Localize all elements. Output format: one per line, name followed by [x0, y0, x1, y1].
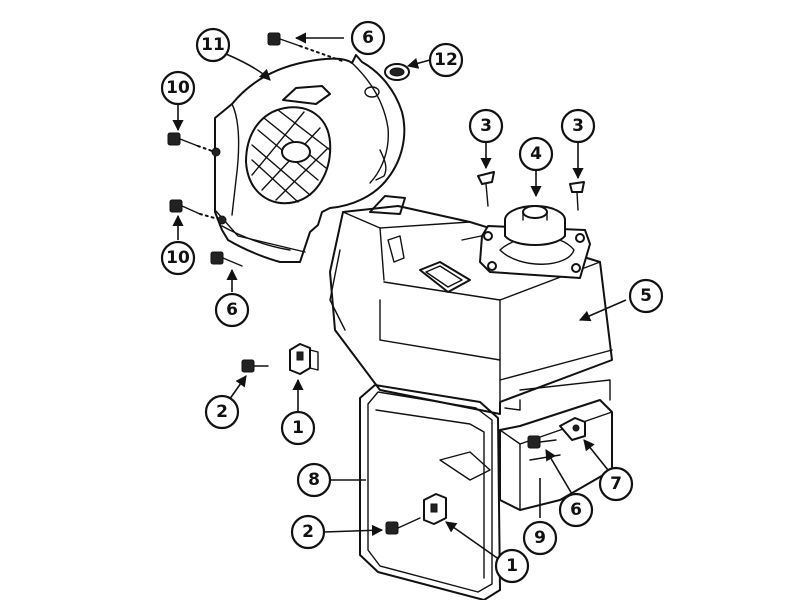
- callout-12: 12: [428, 42, 464, 78]
- screw-part-2-lower: [385, 517, 421, 535]
- screw-part-3-right: [569, 181, 585, 211]
- bracket-part-1-lower: [423, 493, 447, 525]
- screw-part-6-left: [210, 251, 243, 267]
- screw-part-3-left: [477, 171, 495, 207]
- fan-shroud-part-11: [214, 54, 406, 263]
- callout-2-upper-label: 2: [216, 402, 228, 422]
- callout-8-label: 8: [308, 470, 320, 490]
- plug-part-12: [384, 63, 410, 81]
- motor-part-4: [504, 205, 566, 246]
- callout-6-top-label: 6: [362, 28, 374, 48]
- callout-12-label: 12: [434, 50, 458, 70]
- callout-3-left-label: 3: [480, 116, 492, 136]
- callout-4-label: 4: [530, 144, 542, 164]
- callout-6-left-label: 6: [226, 300, 238, 320]
- callout-6-right: 6: [558, 492, 594, 528]
- callout-5: 5: [628, 278, 664, 314]
- callout-2-lower-label: 2: [302, 522, 314, 542]
- callout-3-left: 3: [468, 108, 504, 144]
- screw-part-6-top: [267, 32, 346, 63]
- callout-6-top: 6: [350, 20, 386, 56]
- screw-part-2-upper: [241, 359, 269, 373]
- fan-grille: [245, 106, 332, 205]
- blower-case-part-5: [329, 195, 613, 415]
- callout-9-label: 9: [534, 528, 546, 548]
- bracket-part-7: [559, 417, 586, 441]
- bracket-part-1-upper: [289, 343, 319, 375]
- screw-part-6-right: [527, 435, 557, 449]
- gasket-part-8: [359, 384, 501, 600]
- callout-10-lower-label: 10: [166, 248, 190, 268]
- duct-housing-part-9: [439, 399, 613, 511]
- callout-6-left: 6: [214, 292, 250, 328]
- callout-11-label: 11: [201, 35, 225, 55]
- callout-2-upper: 2: [204, 394, 240, 430]
- callout-7-label: 7: [610, 474, 622, 494]
- callout-3-right-label: 3: [572, 116, 584, 136]
- callout-1-lower: 1: [494, 548, 530, 584]
- callout-10-lower: 10: [160, 240, 196, 276]
- callout-6-right-label: 6: [570, 500, 582, 520]
- callout-8: 8: [296, 462, 332, 498]
- callout-3-right: 3: [560, 108, 596, 144]
- screw-part-10-lower: [169, 199, 227, 225]
- callout-10-upper-label: 10: [166, 78, 190, 98]
- callout-5-label: 5: [640, 286, 652, 306]
- callout-2-lower: 2: [290, 514, 326, 550]
- callout-1-upper: 1: [280, 410, 316, 446]
- callout-7: 7: [598, 466, 634, 502]
- callout-1-upper-label: 1: [292, 418, 304, 438]
- callout-9: 9: [522, 520, 558, 556]
- callout-11: 11: [195, 27, 231, 63]
- callout-4: 4: [518, 136, 554, 172]
- callout-10-upper: 10: [160, 70, 196, 106]
- callout-1-lower-label: 1: [506, 556, 518, 576]
- screw-part-10-upper: [167, 132, 221, 157]
